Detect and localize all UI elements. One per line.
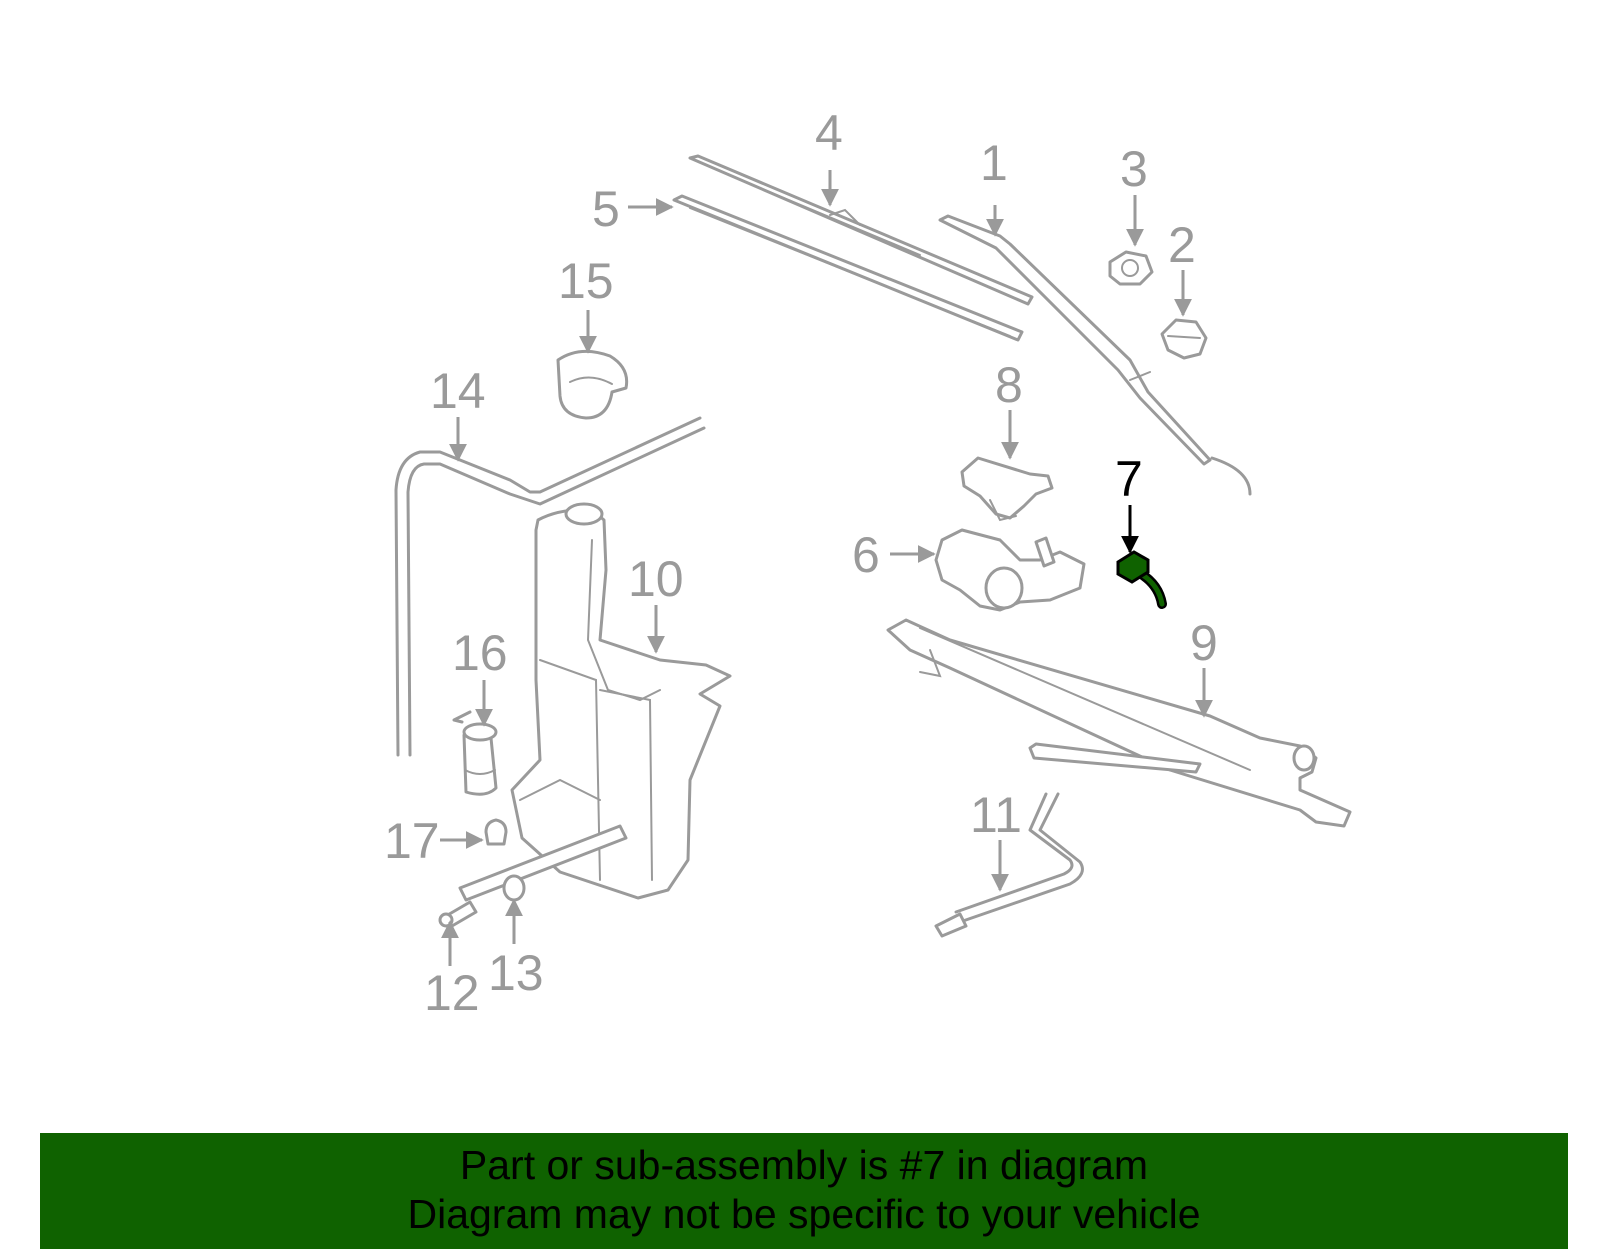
callout-6: 6 [852,527,880,583]
callout-10: 10 [628,551,684,607]
callout-16: 16 [452,625,508,681]
harness-part-7[interactable] [1116,550,1167,609]
wiper-linkage-part-9[interactable] [886,618,1352,828]
callout-13: 13 [488,945,544,1001]
cap-part-2[interactable] [1160,318,1208,360]
seal-part-13[interactable] [502,874,526,902]
callout-5: 5 [592,181,620,237]
washer-reservoir-part-10[interactable] [458,502,732,902]
callout-7: 7 [1115,451,1143,507]
blade-insert-part-5[interactable] [672,194,1024,342]
motor-bracket-part-8[interactable] [960,456,1054,522]
callout-11: 11 [970,787,1022,843]
banner-line-2: Diagram may not be specific to your vehi… [407,1191,1201,1237]
callout-3: 3 [1120,141,1148,197]
banner-line-1: Part or sub-assembly is #7 in diagram [459,1142,1149,1188]
washer-pump-part-16[interactable] [452,710,498,796]
callout-8: 8 [995,357,1023,413]
callout-17: 17 [384,813,440,869]
grommet-part-17[interactable] [484,818,508,846]
callout-9: 9 [1190,615,1218,671]
leader-lines [440,170,1213,966]
washer-hose-part-14[interactable] [394,416,706,757]
info-banner: Part or sub-assembly is #7 in diagram Di… [40,1133,1568,1249]
wiper-arm-part-1[interactable] [938,214,1252,496]
callout-1: 1 [980,135,1008,191]
callout-12: 12 [424,965,480,1021]
reservoir-cap-part-15[interactable] [556,349,629,420]
callout-2: 2 [1168,217,1196,273]
callout-4: 4 [815,105,843,161]
callout-14: 14 [430,363,486,419]
wiper-motor-part-6[interactable] [934,528,1086,612]
wiper-blade-part-4[interactable] [688,154,1034,306]
nut-part-3[interactable] [1108,250,1154,286]
callout-labels: 4 1 3 2 5 15 14 8 6 7 10 9 16 17 11 12 1… [384,105,1218,1021]
nozzle-part-12[interactable] [438,900,478,928]
callout-15: 15 [558,253,614,309]
hose-part-11[interactable] [934,792,1084,938]
